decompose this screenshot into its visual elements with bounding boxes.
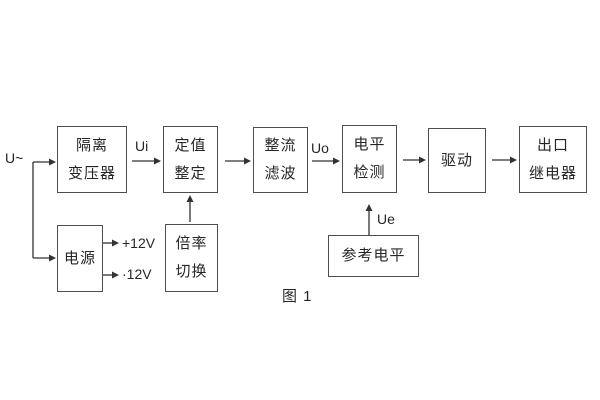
connector-power-neg-rail [103,271,119,279]
block-output-relay-line2: 继电器 [528,164,577,182]
block-rectifier-filter: 整流 滤波 [253,127,308,193]
block-value-setting-line2: 整定 [174,164,207,182]
block-drive: 驱动 [428,128,486,193]
label-uo: Uo [311,140,329,156]
connector-ui-arrow [132,157,161,165]
connector-drive-to-relay [492,156,517,164]
block-power-supply-label: 电源 [63,249,96,267]
block-value-setting: 定值 整定 [163,126,218,193]
label-ui: Ui [135,138,149,154]
block-level-detection-line2: 检测 [353,164,386,181]
block-rectifier-filter-line2: 滤波 [264,165,297,182]
label-positive-rail: +12V [122,235,156,251]
connector-setting-to-rectifier [225,157,251,165]
block-reference-level: 参考电平 [328,235,419,277]
connector-level-to-drive [403,156,426,164]
block-multiplier-switch-line1: 倍率 [175,235,208,252]
block-level-detection-line1: 电平 [353,136,386,153]
label-input-voltage: U~ [5,150,24,166]
block-multiplier-switch-line2: 切换 [175,263,208,280]
label-negative-rail: ·12V [122,266,152,282]
connector-power-pos-rail [103,239,119,247]
block-value-setting-line1: 定值 [174,136,207,154]
connector-uo-arrow [312,157,340,165]
connector-multiplier-to-setting [186,195,194,222]
block-rectifier-filter-line1: 整流 [264,137,297,154]
label-ue: Ue [377,211,395,227]
block-isolation-transformer-line1: 隔离 [75,136,108,154]
block-reference-level-label: 参考电平 [341,247,406,264]
block-power-supply: 电源 [57,225,103,292]
block-output-relay: 出口 继电器 [519,126,587,193]
block-isolation-transformer-line2: 变压器 [67,164,116,182]
block-isolation-transformer: 隔离 变压器 [57,126,127,193]
block-multiplier-switch: 倍率 切换 [165,224,218,292]
block-output-relay-line1: 出口 [536,136,569,154]
figure-caption: 图 1 [282,288,313,305]
block-drive-label: 驱动 [440,151,473,169]
block-level-detection: 电平 检测 [342,125,397,193]
connector-ue-arrow [365,204,373,235]
connector-input-branch [32,158,56,262]
